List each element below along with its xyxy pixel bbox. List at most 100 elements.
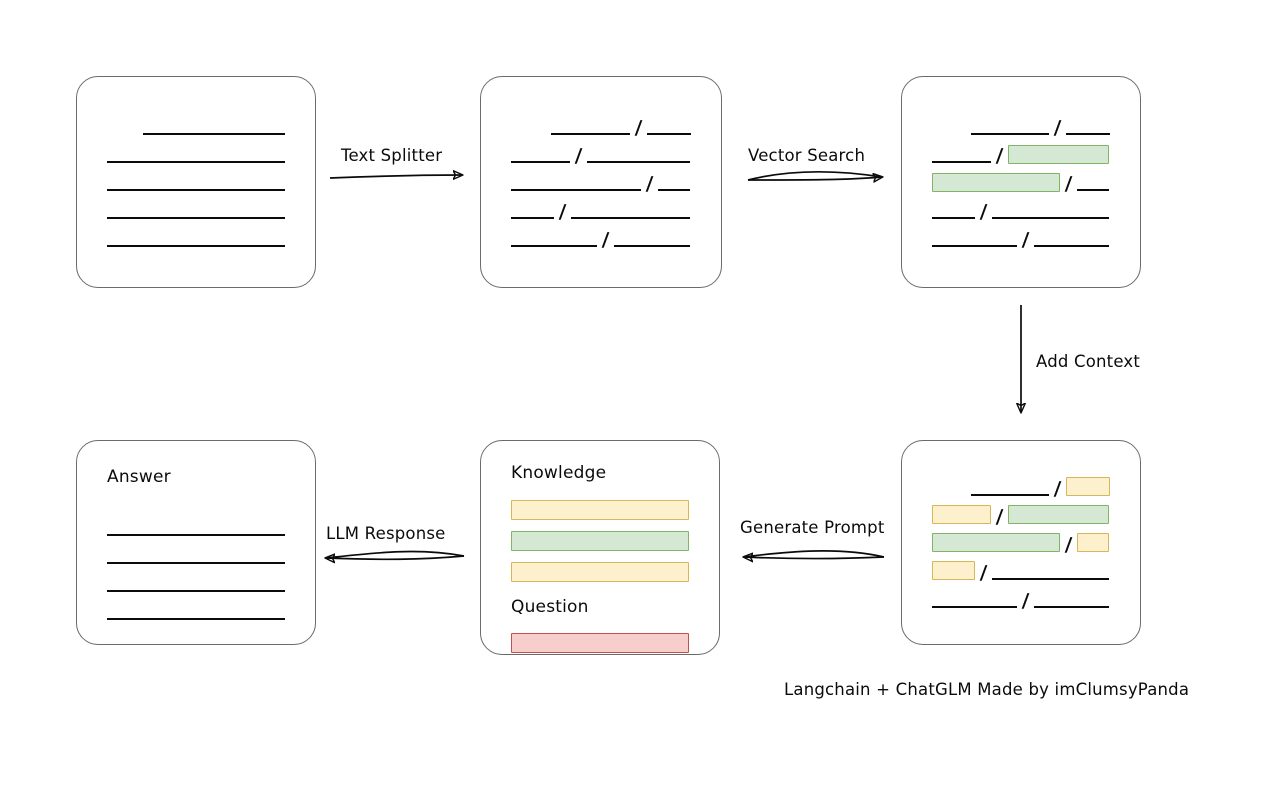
document-row: /	[932, 196, 1110, 224]
chunk-separator-slash: /	[601, 229, 610, 251]
text-line-segment	[1034, 605, 1110, 608]
text-line-segment	[587, 161, 690, 163]
yellow-chunk-segment	[932, 561, 975, 580]
chunk-separator-slash: /	[574, 145, 583, 167]
edge-label-text-splitter: Text Splitter	[341, 146, 443, 165]
text-line-segment	[1066, 133, 1110, 135]
text-line-segment	[107, 618, 285, 620]
text-line-segment	[142, 133, 285, 135]
question-bars	[511, 627, 689, 658]
knowledge-bar-row	[511, 494, 689, 525]
text-line-segment	[107, 161, 285, 163]
document-row	[107, 140, 285, 168]
arrow-llm-response	[326, 550, 465, 560]
knowledge-bar-row	[511, 556, 689, 587]
arrow-vector-search	[747, 170, 882, 180]
knowledge-bar-green	[511, 530, 689, 551]
arrow-text-splitter	[329, 175, 462, 178]
chunk-separator-slash: /	[634, 117, 643, 139]
document-row: /	[511, 112, 691, 140]
question-bar-red	[511, 632, 689, 653]
document-row: /	[932, 585, 1110, 613]
document-row: /	[932, 140, 1110, 168]
document-row: /	[932, 168, 1110, 196]
chunk-separator-slash: /	[1021, 589, 1030, 612]
chunk-separator-slash: /	[979, 201, 988, 223]
text-line-segment	[1034, 245, 1110, 247]
document-row	[107, 224, 285, 252]
document-row	[107, 541, 285, 569]
document-row: /	[511, 168, 691, 196]
yellow-chunk-segment	[932, 505, 991, 524]
chunk-separator-slash: /	[995, 145, 1004, 167]
answer-rows	[107, 513, 285, 625]
chunk-separator-slash: /	[645, 173, 654, 195]
chunk-separator-slash: /	[1064, 173, 1073, 195]
yellow-chunk-segment	[1077, 533, 1110, 552]
text-line-segment	[550, 133, 630, 135]
split-chunks-box[interactable]: / / / / /	[480, 76, 722, 288]
chunk-separator-slash: /	[1021, 229, 1030, 251]
text-line-segment	[646, 133, 691, 135]
text-line-segment	[511, 189, 641, 191]
edge-label-add-context: Add Context	[1036, 352, 1141, 371]
chunk-separator-slash: /	[558, 201, 567, 223]
knowledge-bar-row	[511, 525, 689, 556]
document-row: /	[932, 112, 1110, 140]
split-chunks-rows: / / / / /	[511, 77, 691, 287]
document-row: /	[932, 224, 1110, 252]
green-chunk-segment	[1007, 144, 1110, 164]
text-line-segment	[932, 605, 1018, 608]
text-line-segment	[932, 245, 1018, 247]
text-line-segment	[107, 562, 285, 564]
answer-content: Answer	[107, 441, 285, 644]
knowledge-bar-yellow	[511, 499, 689, 520]
answer-heading: Answer	[107, 467, 171, 487]
chunk-separator-slash: /	[979, 561, 988, 584]
document-row: /	[932, 501, 1110, 529]
document-row: /	[932, 473, 1110, 501]
chunk-separator-slash: /	[1064, 533, 1073, 556]
text-line-segment	[657, 189, 690, 191]
green-chunk-segment	[932, 533, 1061, 552]
question-bar-row	[511, 627, 689, 658]
green-chunk-segment	[1007, 505, 1110, 524]
retrieved-chunks-box[interactable]: / / / / /	[901, 76, 1141, 288]
document-row: /	[932, 557, 1110, 585]
text-line-segment	[511, 161, 571, 163]
answer-box[interactable]: Answer	[76, 440, 316, 645]
prompt-content: Knowledge Question	[511, 441, 689, 654]
document-row	[107, 196, 285, 224]
text-line-segment	[991, 577, 1110, 580]
yellow-chunk-segment	[1066, 477, 1110, 496]
text-line-segment	[932, 217, 975, 219]
document-row	[107, 569, 285, 597]
text-line-segment	[107, 189, 285, 191]
text-line-segment	[107, 245, 285, 247]
context-chunks-rows: / / / / /	[932, 441, 1110, 644]
text-line-segment	[1077, 189, 1110, 191]
source-document-rows	[107, 77, 285, 287]
retrieved-chunks-rows: / / / / /	[932, 77, 1110, 287]
question-heading: Question	[511, 597, 589, 617]
chunk-separator-slash: /	[1053, 477, 1062, 500]
text-line-segment	[107, 590, 285, 592]
document-row	[107, 513, 285, 541]
text-line-segment	[107, 534, 285, 536]
document-row	[107, 112, 285, 140]
chunk-separator-slash: /	[995, 505, 1004, 528]
source-document-box[interactable]	[76, 76, 316, 288]
prompt-box[interactable]: Knowledge Question	[480, 440, 720, 655]
context-chunks-box[interactable]: / / / / /	[901, 440, 1141, 645]
text-line-segment	[107, 217, 285, 219]
edge-label-vector-search: Vector Search	[748, 146, 866, 165]
text-line-segment	[971, 133, 1050, 135]
knowledge-bar-yellow	[511, 561, 689, 582]
text-line-segment	[571, 217, 690, 219]
text-line-segment	[971, 493, 1050, 496]
document-row: /	[511, 224, 691, 252]
edge-label-generate-prompt: Generate Prompt	[740, 518, 885, 537]
document-row	[107, 168, 285, 196]
text-line-segment	[614, 245, 690, 247]
arrow-generate-prompt	[744, 550, 885, 559]
